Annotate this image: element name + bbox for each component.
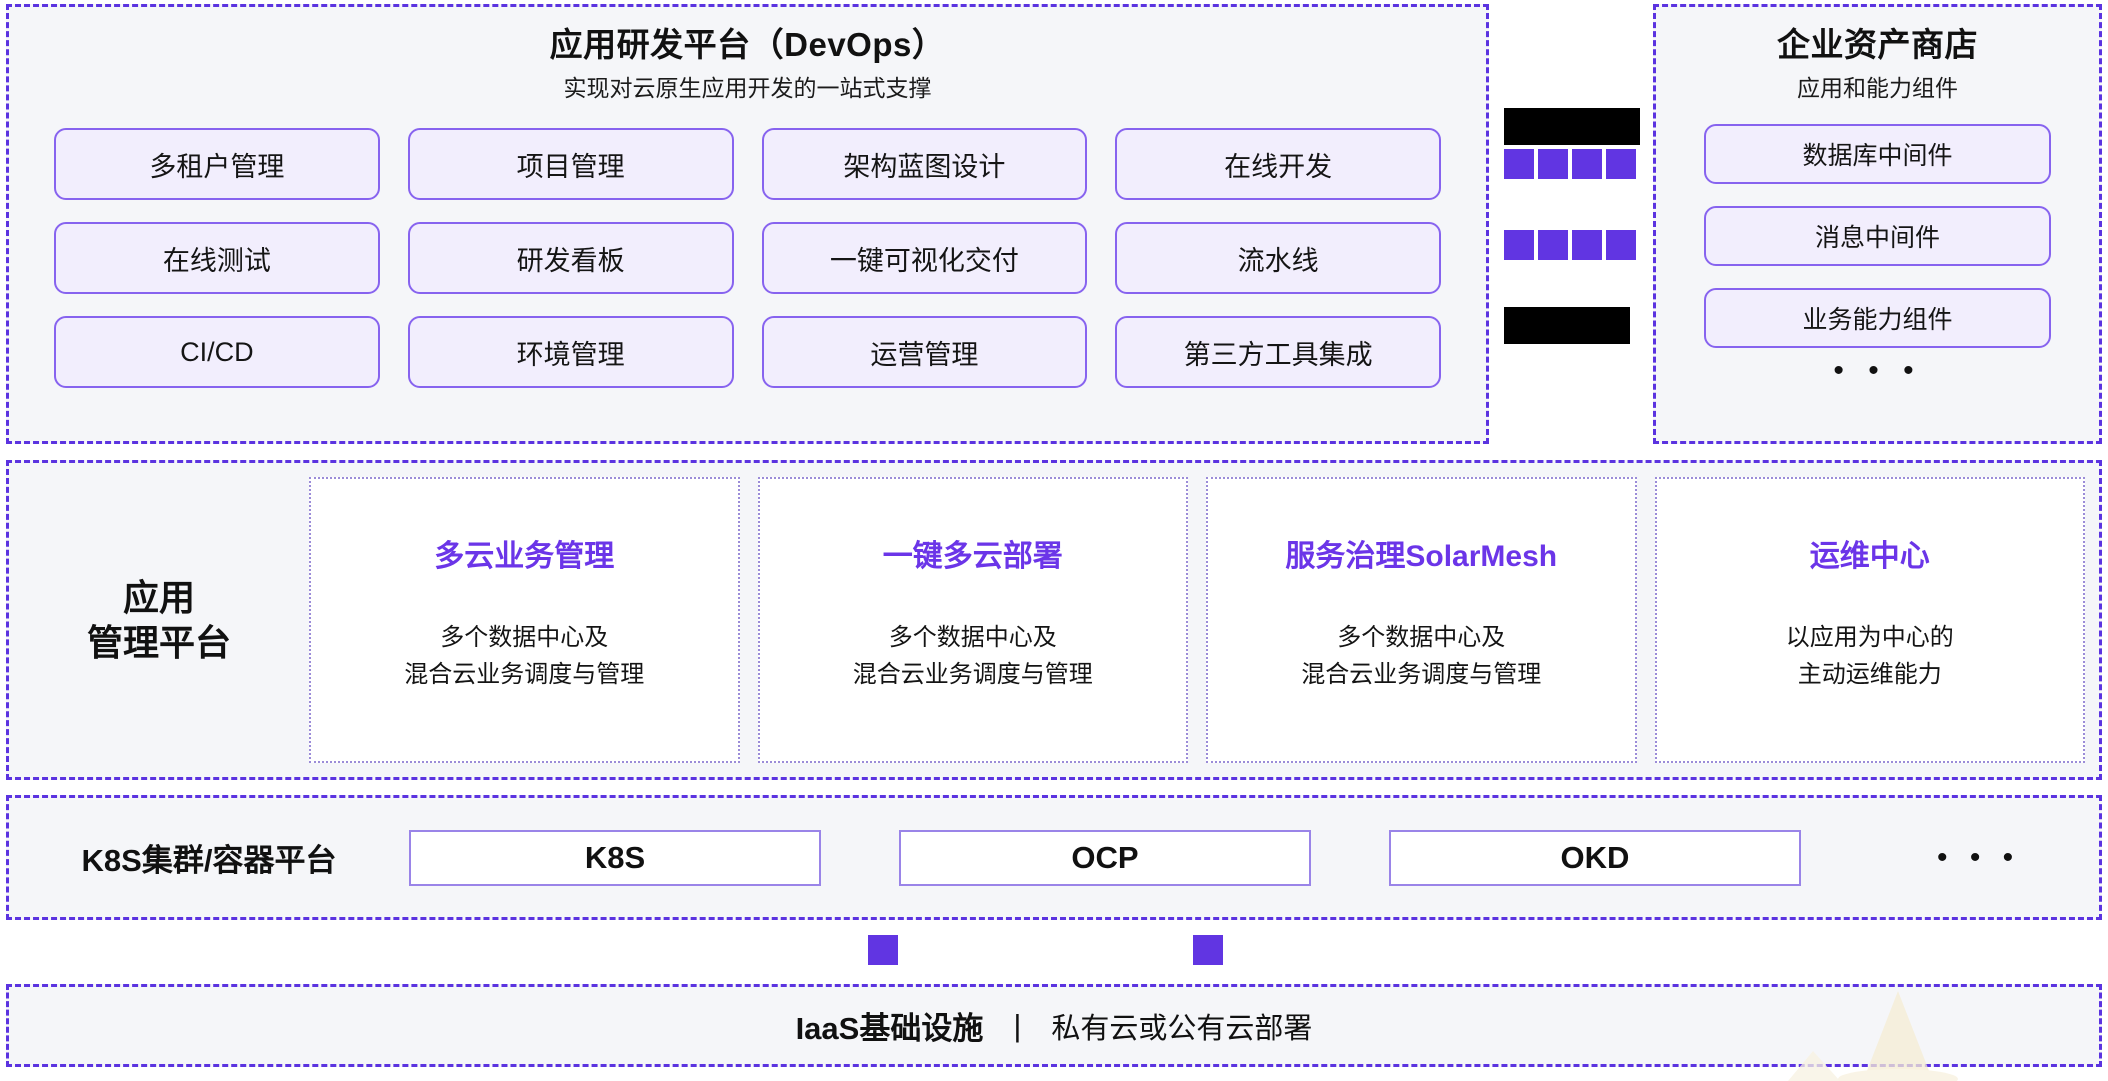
connector-square: [1572, 230, 1602, 260]
connector-square: [1538, 230, 1568, 260]
connector-square: [1538, 149, 1568, 179]
connector-squares-bottom-row: [1504, 230, 1636, 260]
mgmt-card-desc: 多个数据中心及 混合云业务调度与管理: [852, 624, 1093, 689]
devops-subtitle: 实现对云原生应用开发的一站式支撑: [563, 74, 932, 101]
mgmt-card-multicloud-business[interactable]: 多云业务管理 多个数据中心及 混合云业务调度与管理: [309, 477, 740, 763]
layer-connector-group: [0, 925, 2108, 980]
connector-square: [1606, 149, 1636, 179]
layer-connector-square: [1193, 935, 1223, 965]
iaas-description: 私有云或公有云部署: [1051, 1012, 1313, 1045]
app-management-label: 应用 管理平台: [86, 577, 231, 663]
asset-store-item-list: 数据库中间件 消息中间件 业务能力组件: [1656, 102, 2099, 349]
devops-tile-visual-delivery[interactable]: 一键可视化交付: [761, 222, 1088, 295]
mgmt-card-desc: 多个数据中心及 混合云业务调度与管理: [1301, 624, 1542, 689]
connector-square: [1606, 230, 1636, 260]
k8s-box-k8s[interactable]: K8S: [409, 829, 821, 886]
devops-tile-third-party[interactable]: 第三方工具集成: [1115, 316, 1441, 389]
devops-tile-online-test[interactable]: 在线测试: [54, 222, 380, 295]
asset-item-business-component[interactable]: 业务能力组件: [1704, 288, 2051, 349]
devops-capability-grid: 多租户管理 项目管理 架构蓝图设计 在线开发 在线测试 研发看板 一键可视化交付…: [9, 102, 1486, 389]
devops-platform-panel: 应用研发平台（DevOps） 实现对云原生应用开发的一站式支撑 多租户管理 项目…: [6, 4, 1489, 444]
redacted-label-bottom: [1504, 307, 1630, 344]
k8s-box-row: K8S OCP OKD • • •: [409, 829, 2099, 886]
connector-column: [1496, 4, 1648, 444]
asset-item-message-middleware[interactable]: 消息中间件: [1704, 206, 2051, 267]
k8s-box-ocp[interactable]: OCP: [899, 829, 1311, 886]
mgmt-card-title: 服务治理SolarMesh: [1285, 540, 1558, 573]
devops-tile-dev-board[interactable]: 研发看板: [407, 222, 734, 295]
iaas-row: IaaS基础设施 | 私有云或公有云部署: [796, 1003, 1313, 1048]
mgmt-card-title: 一键多云部署: [882, 540, 1063, 573]
devops-title: 应用研发平台（DevOps）: [549, 26, 946, 63]
asset-item-database-middleware[interactable]: 数据库中间件: [1704, 124, 2051, 185]
devops-tile-online-dev[interactable]: 在线开发: [1115, 128, 1441, 201]
mgmt-card-onekey-multicloud-deploy[interactable]: 一键多云部署 多个数据中心及 混合云业务调度与管理: [757, 477, 1188, 763]
k8s-platform-label: K8S集群/容器平台: [81, 843, 337, 878]
asset-store-more-ellipsis: • • •: [1833, 354, 1922, 388]
connector-square: [1572, 149, 1602, 179]
devops-tile-pipeline[interactable]: 流水线: [1115, 222, 1441, 295]
asset-store-panel: 企业资产商店 应用和能力组件 数据库中间件 消息中间件 业务能力组件 • • •: [1653, 4, 2102, 444]
k8s-box-okd[interactable]: OKD: [1389, 829, 1801, 886]
redacted-label-top: [1504, 108, 1640, 145]
devops-tile-architecture[interactable]: 架构蓝图设计: [761, 128, 1088, 201]
mgmt-card-title: 多云业务管理: [434, 540, 615, 573]
mgmt-card-service-governance-solarmesh[interactable]: 服务治理SolarMesh 多个数据中心及 混合云业务调度与管理: [1206, 477, 1637, 763]
layer-connector-square: [868, 935, 898, 965]
app-management-card-row: 多云业务管理 多个数据中心及 混合云业务调度与管理 一键多云部署 多个数据中心及…: [309, 477, 2099, 763]
connector-squares-top-row: [1504, 149, 1636, 179]
mgmt-card-title: 运维中心: [1809, 540, 1930, 573]
devops-tile-ops-mgmt[interactable]: 运营管理: [761, 316, 1088, 389]
devops-tile-multi-tenant[interactable]: 多租户管理: [54, 128, 380, 201]
connector-square: [1504, 149, 1534, 179]
mgmt-card-desc: 以应用为中心的 主动运维能力: [1785, 624, 1954, 689]
iaas-infrastructure-panel: IaaS基础设施 | 私有云或公有云部署: [6, 984, 2102, 1067]
asset-store-subtitle: 应用和能力组件: [1797, 74, 1958, 101]
devops-tile-cicd[interactable]: CI/CD: [54, 316, 380, 389]
connector-square: [1504, 230, 1534, 260]
k8s-container-platform-panel: K8S集群/容器平台 K8S OCP OKD • • •: [6, 795, 2102, 920]
mgmt-card-desc: 多个数据中心及 混合云业务调度与管理: [404, 624, 645, 689]
mgmt-card-ops-center[interactable]: 运维中心 以应用为中心的 主动运维能力: [1654, 477, 2085, 763]
iaas-title: IaaS基础设施: [795, 1011, 984, 1046]
iaas-separator: |: [1013, 1007, 1022, 1043]
devops-tile-env-mgmt[interactable]: 环境管理: [407, 316, 734, 389]
k8s-more-ellipsis: • • •: [1937, 840, 2021, 874]
asset-store-title: 企业资产商店: [1777, 26, 1978, 63]
devops-tile-project-mgmt[interactable]: 项目管理: [407, 128, 734, 201]
app-management-platform-panel: 应用 管理平台 多云业务管理 多个数据中心及 混合云业务调度与管理 一键多云部署…: [6, 460, 2102, 780]
